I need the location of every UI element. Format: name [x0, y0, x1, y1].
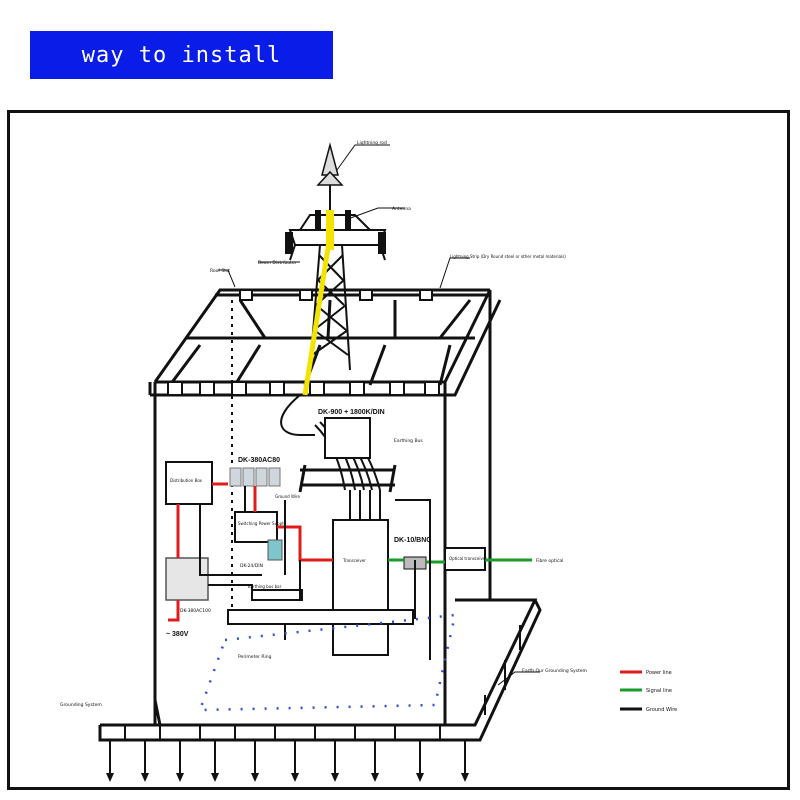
rod-arrows: [106, 773, 469, 782]
label-dk-top: DK-900 + 1800K/DIN: [318, 409, 385, 416]
legend: Power line Signal line Ground Wire: [620, 670, 677, 713]
ground-wires: [199, 486, 431, 660]
label-earthing-bus: Earthing Bus: [394, 438, 423, 444]
label-ground-wire: Ground Wire: [275, 494, 301, 499]
label-roof-slot: Roof Slot: [210, 268, 230, 274]
roof-slots: [167, 289, 440, 396]
top-spd-box: [324, 417, 371, 459]
dk-24-module: [267, 539, 283, 561]
title-banner: way to install: [30, 31, 333, 79]
label-earthing-busbar: Earthing bus bar: [248, 584, 282, 589]
dk-380-modules: [229, 467, 281, 487]
label-fiber-optical: Fibre optical: [536, 558, 563, 564]
transceiver-box: [332, 519, 389, 656]
label-dk-24: DK-24/DIN: [240, 563, 263, 569]
label-transceiver: Transceiver: [342, 558, 366, 563]
legend-signal-label: Signal line: [646, 688, 672, 694]
label-voltage: ~ 380V: [166, 631, 189, 638]
legend-power-label: Power line: [646, 670, 672, 676]
lightning-rod-icon: [316, 142, 344, 186]
label-antenna: Antenna: [392, 206, 411, 212]
grid-cells: [124, 725, 441, 740]
diagram-frame: [7, 110, 790, 790]
labels: Lightning rod Antenna Beam Distributor R…: [60, 140, 587, 708]
leader-lines: [218, 144, 540, 686]
label-perimeter-ring: Perimeter Ring: [238, 654, 272, 660]
label-optical-transceiver: Optical transceiver: [449, 556, 487, 561]
tower-antennas: [285, 210, 386, 254]
earthing-busbar: [227, 609, 414, 625]
label-dk-380-bottom: DK-380AC100: [180, 608, 211, 614]
label-lightning-rod: Lightning rod: [357, 140, 387, 146]
perimeter-ring: [198, 613, 457, 712]
building: [148, 288, 502, 725]
yellow-down-lead: [302, 234, 333, 396]
legend-ground-label: Ground Wire: [646, 707, 677, 713]
small-busbar: [251, 589, 303, 601]
distribution-box: [165, 461, 213, 505]
power-cabinet: [165, 557, 209, 601]
switching-power-supply: [234, 511, 278, 543]
ground-rods: [109, 625, 521, 775]
label-beam-distributor: Beam Distributor: [258, 260, 297, 266]
label-distribution-box: Distribution Box: [170, 478, 203, 483]
label-dk-380: DK-380AC80: [238, 457, 280, 464]
label-grounding-system: Grounding System: [60, 702, 102, 708]
label-dk-10: DK-10/BNC: [394, 537, 431, 544]
label-earth-grounding: Earth Our Grounding System: [522, 668, 587, 674]
label-switching-power: Switching Power Supply: [238, 521, 286, 526]
yellow-mast: [326, 210, 334, 250]
earthing-bus: [298, 464, 397, 493]
label-lightning-strip: Lightning Strip (Dry Round steel or othe…: [450, 254, 566, 259]
title-text: way to install: [81, 42, 282, 68]
power-lines: [168, 482, 333, 622]
